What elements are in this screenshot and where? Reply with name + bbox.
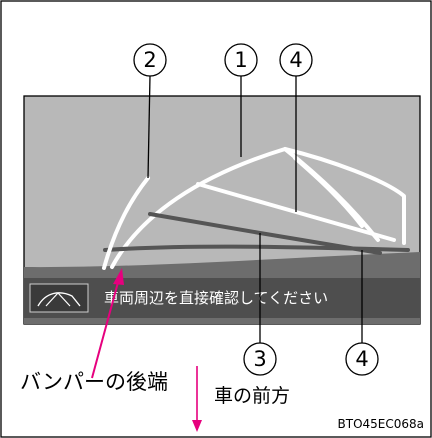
callout-2-leader [147,75,151,179]
callout-3-circle [243,342,277,376]
screen-message: 車両周辺を直接確認してください [104,289,328,307]
callout-4a-circle [279,43,313,77]
callout-4b-number: 4 [355,347,368,371]
rear-camera-guide-icon [37,292,81,307]
vehicle-width-guide-left [102,176,150,270]
figure-code: BTO45EC068a [338,417,425,431]
bumper-rear-end-label: バンパーの後端 [20,370,168,394]
vehicle-front-label: 車の前方 [214,385,290,407]
callout-1: 1 [224,43,258,77]
camera-screen: 車両周辺を直接確認してください [23,95,421,325]
callout-4a: 4 [279,43,313,77]
camera-view-button[interactable] [29,283,89,313]
callout-3: 3 [243,342,277,376]
callout-1-circle [224,43,258,77]
callout-4a-number: 4 [289,48,302,72]
callout-2-number: 2 [143,48,156,72]
callout-4b: 4 [345,342,379,376]
bumper-pointer-head [113,268,124,285]
distance-guide-lower [103,244,410,252]
bumper-pointer-shaft [91,274,121,379]
callout-1-number: 1 [234,48,247,72]
callout-2-circle [133,43,167,77]
vehicle-width-guide-inner [293,156,364,228]
callout-4b-circle [345,342,379,376]
camera-view-button-frame [29,283,89,313]
rear-camera-guide-icon-inner [45,292,71,307]
message-bar [24,278,420,318]
bumper-pointer-arrow [91,268,124,379]
callout-3-number: 3 [253,347,266,371]
guide-lines [102,147,410,270]
front-direction-arrow [192,366,202,432]
callout-2: 2 [133,43,167,77]
front-direction-head [192,420,202,432]
